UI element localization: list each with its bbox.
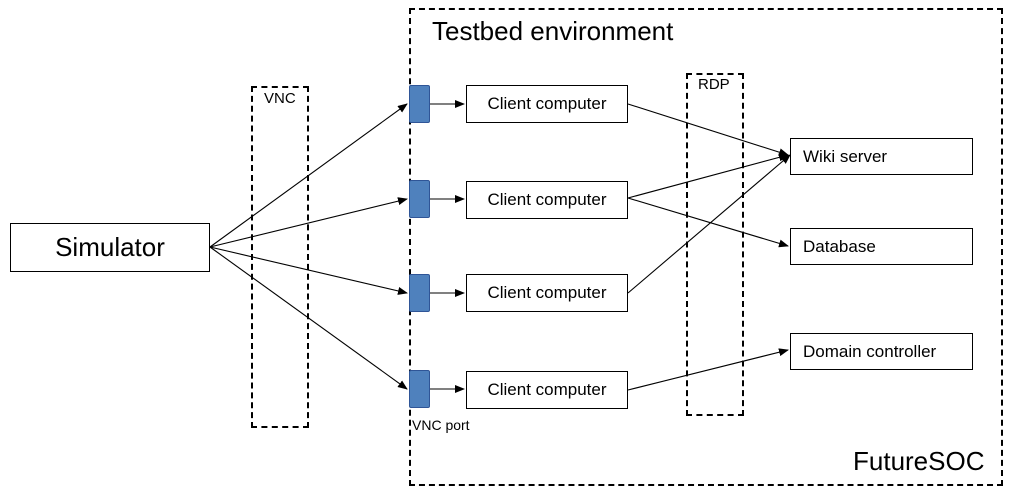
- vnc-port-2: [409, 180, 430, 218]
- domain-controller-label: Domain controller: [803, 341, 937, 361]
- client-computer-label: Client computer: [487, 283, 607, 302]
- vnc-label: VNC: [264, 90, 296, 107]
- client-computer-label: Client computer: [487, 94, 607, 113]
- vnc-port-3: [409, 274, 430, 312]
- database-box: Database: [790, 228, 973, 265]
- client-computer-1: Client computer: [466, 85, 628, 123]
- client-computer-label: Client computer: [487, 380, 607, 399]
- vnc-region: [251, 86, 309, 428]
- simulator-box: Simulator: [10, 223, 210, 272]
- wiki-server-box: Wiki server: [790, 138, 973, 175]
- futuresoc-region: [409, 8, 1003, 486]
- database-label: Database: [803, 236, 876, 256]
- vnc-port-label: VNC port: [412, 417, 470, 433]
- vnc-port-1: [409, 85, 430, 123]
- futuresoc-label: FutureSOC: [853, 446, 985, 476]
- client-computer-4: Client computer: [466, 371, 628, 409]
- domain-controller-box: Domain controller: [790, 333, 973, 370]
- vnc-port-4: [409, 370, 430, 408]
- client-computer-label: Client computer: [487, 190, 607, 209]
- client-computer-3: Client computer: [466, 274, 628, 312]
- rdp-region: [686, 73, 744, 416]
- simulator-label: Simulator: [55, 232, 165, 262]
- wiki-server-label: Wiki server: [803, 146, 888, 166]
- rdp-label: RDP: [698, 76, 730, 93]
- testbed-title: Testbed environment: [432, 16, 674, 46]
- client-computer-2: Client computer: [466, 181, 628, 219]
